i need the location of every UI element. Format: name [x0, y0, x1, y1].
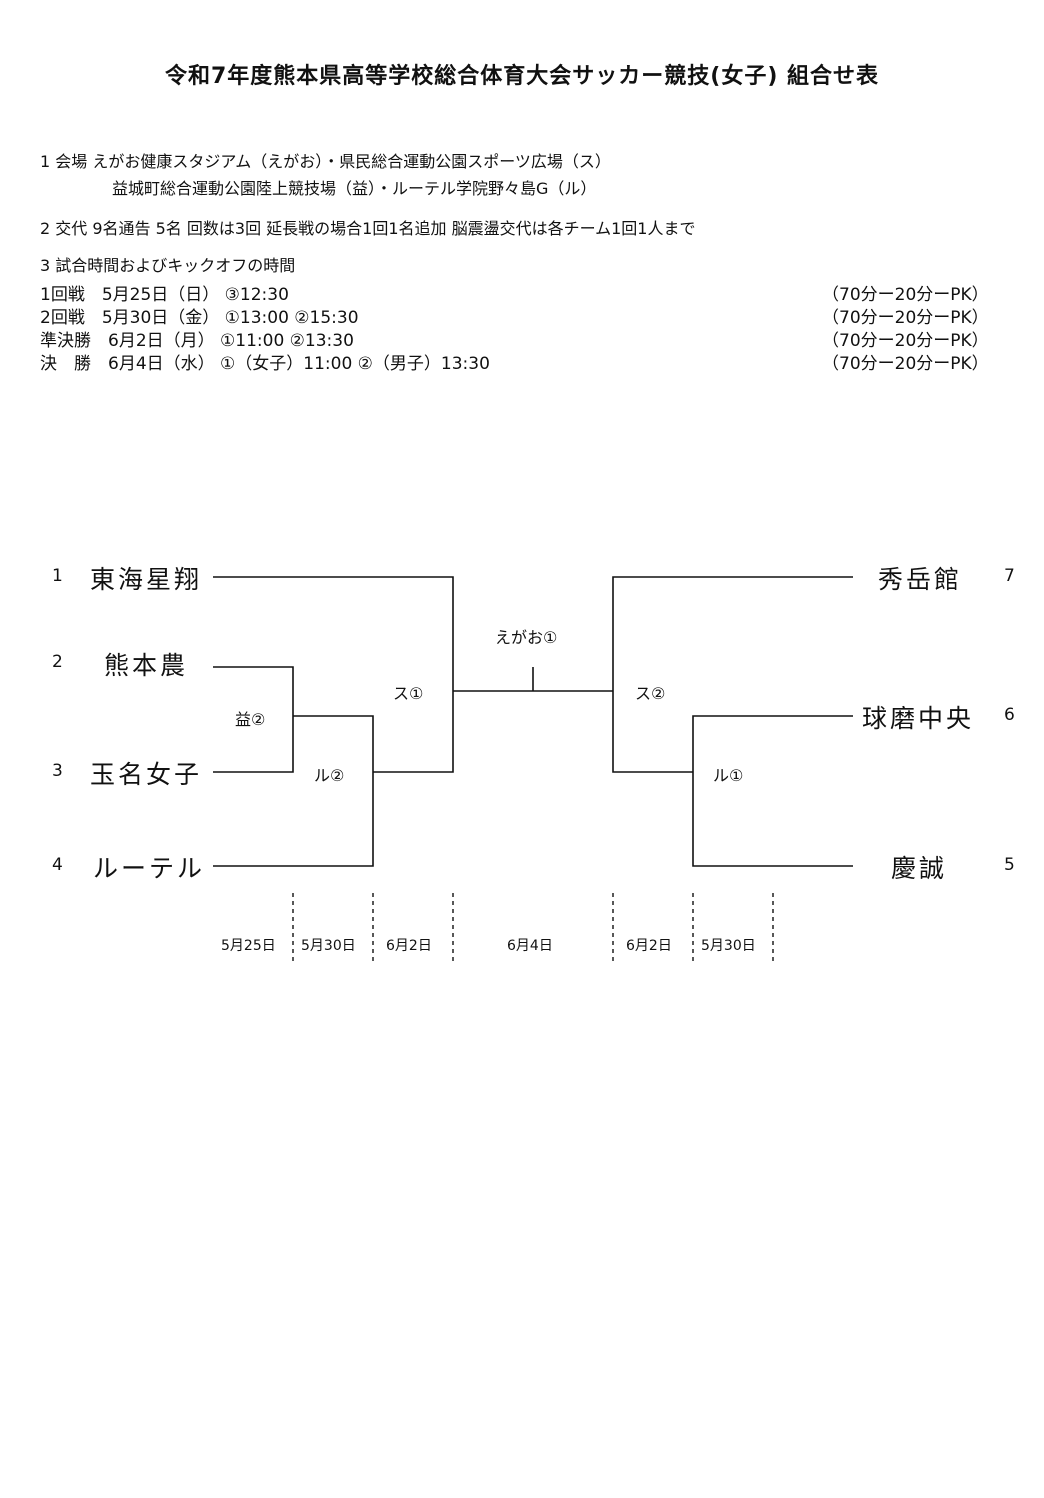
match-venue-right-second-round: ル① — [713, 766, 744, 785]
round-date: 6月2日 — [386, 938, 432, 954]
team-seed: 6 — [1004, 705, 1015, 725]
schedule-final-format: （70分ー20分ーPK） — [822, 354, 989, 374]
match-venue-left-semifinal: ス① — [393, 684, 424, 703]
schedule-round-2: 2回戦 5月30日（金） ①13:00 ②15:30 — [40, 308, 359, 328]
round-date: 5月25日 — [221, 938, 276, 954]
venue-info-line-2: 益城町総合運動公園陸上競技場（益）・ルーテル学院野々島G（ル） — [112, 179, 597, 198]
team-seed: 4 — [52, 855, 63, 875]
bracket-line-left-second-round — [213, 715, 374, 867]
schedule-semifinal-format: （70分ー20分ーPK） — [822, 331, 989, 351]
team-seed: 2 — [52, 652, 63, 672]
bracket-line-first-round — [213, 666, 294, 773]
round-date: 6月4日 — [507, 938, 553, 954]
venue-info-line-1: 1 会場 えがお健康スタジアム（えがお）・県民総合運動公園スポーツ広場（ス） — [40, 152, 611, 171]
team-seed: 1 — [52, 566, 63, 586]
schedule-round-2-format: （70分ー20分ーPK） — [822, 308, 989, 328]
match-venue-final: えがお① — [495, 628, 558, 647]
bracket-line-team1 — [213, 576, 454, 773]
team-seed: 7 — [1004, 566, 1015, 586]
bracket-line-right-second-round — [692, 715, 853, 867]
team-name: ルーテル — [93, 854, 206, 883]
match-venue-left-second-round: ル② — [314, 766, 345, 785]
round-date: 6月2日 — [626, 938, 672, 954]
bracket-line-team7 — [612, 576, 853, 773]
schedule-final: 決 勝 6月4日（水） ①（女子）11:00 ②（男子）13:30 — [40, 354, 490, 374]
team-name: 玉名女子 — [90, 760, 203, 789]
match-venue-first-round: 益② — [235, 710, 266, 729]
team-name: 球磨中央 — [862, 704, 975, 733]
schedule-round-1: 1回戦 5月25日（日） ③12:30 — [40, 285, 289, 305]
round-date: 5月30日 — [701, 938, 756, 954]
round-date: 5月30日 — [301, 938, 356, 954]
match-venue-right-semifinal: ス② — [635, 684, 666, 703]
team-name: 慶誠 — [891, 854, 948, 883]
team-seed: 5 — [1004, 855, 1015, 875]
page-title: 令和7年度熊本県高等学校総合体育大会サッカー競技(女子) 組合せ表 — [164, 64, 880, 89]
team-name: 東海星翔 — [90, 565, 203, 594]
team-name: 秀岳館 — [878, 565, 963, 594]
schedule-semifinal: 準決勝 6月2日（月） ①11:00 ②13:30 — [40, 331, 354, 351]
team-seed: 3 — [52, 761, 63, 781]
match-time-heading: 3 試合時間およびキックオフの時間 — [40, 256, 296, 275]
substitution-info: 2 交代 9名通告 5名 回数は3回 延長戦の場合1回1名追加 脳震盪交代は各チ… — [40, 219, 696, 238]
team-name: 熊本農 — [104, 651, 189, 680]
schedule-round-1-format: （70分ー20分ーPK） — [822, 285, 989, 305]
